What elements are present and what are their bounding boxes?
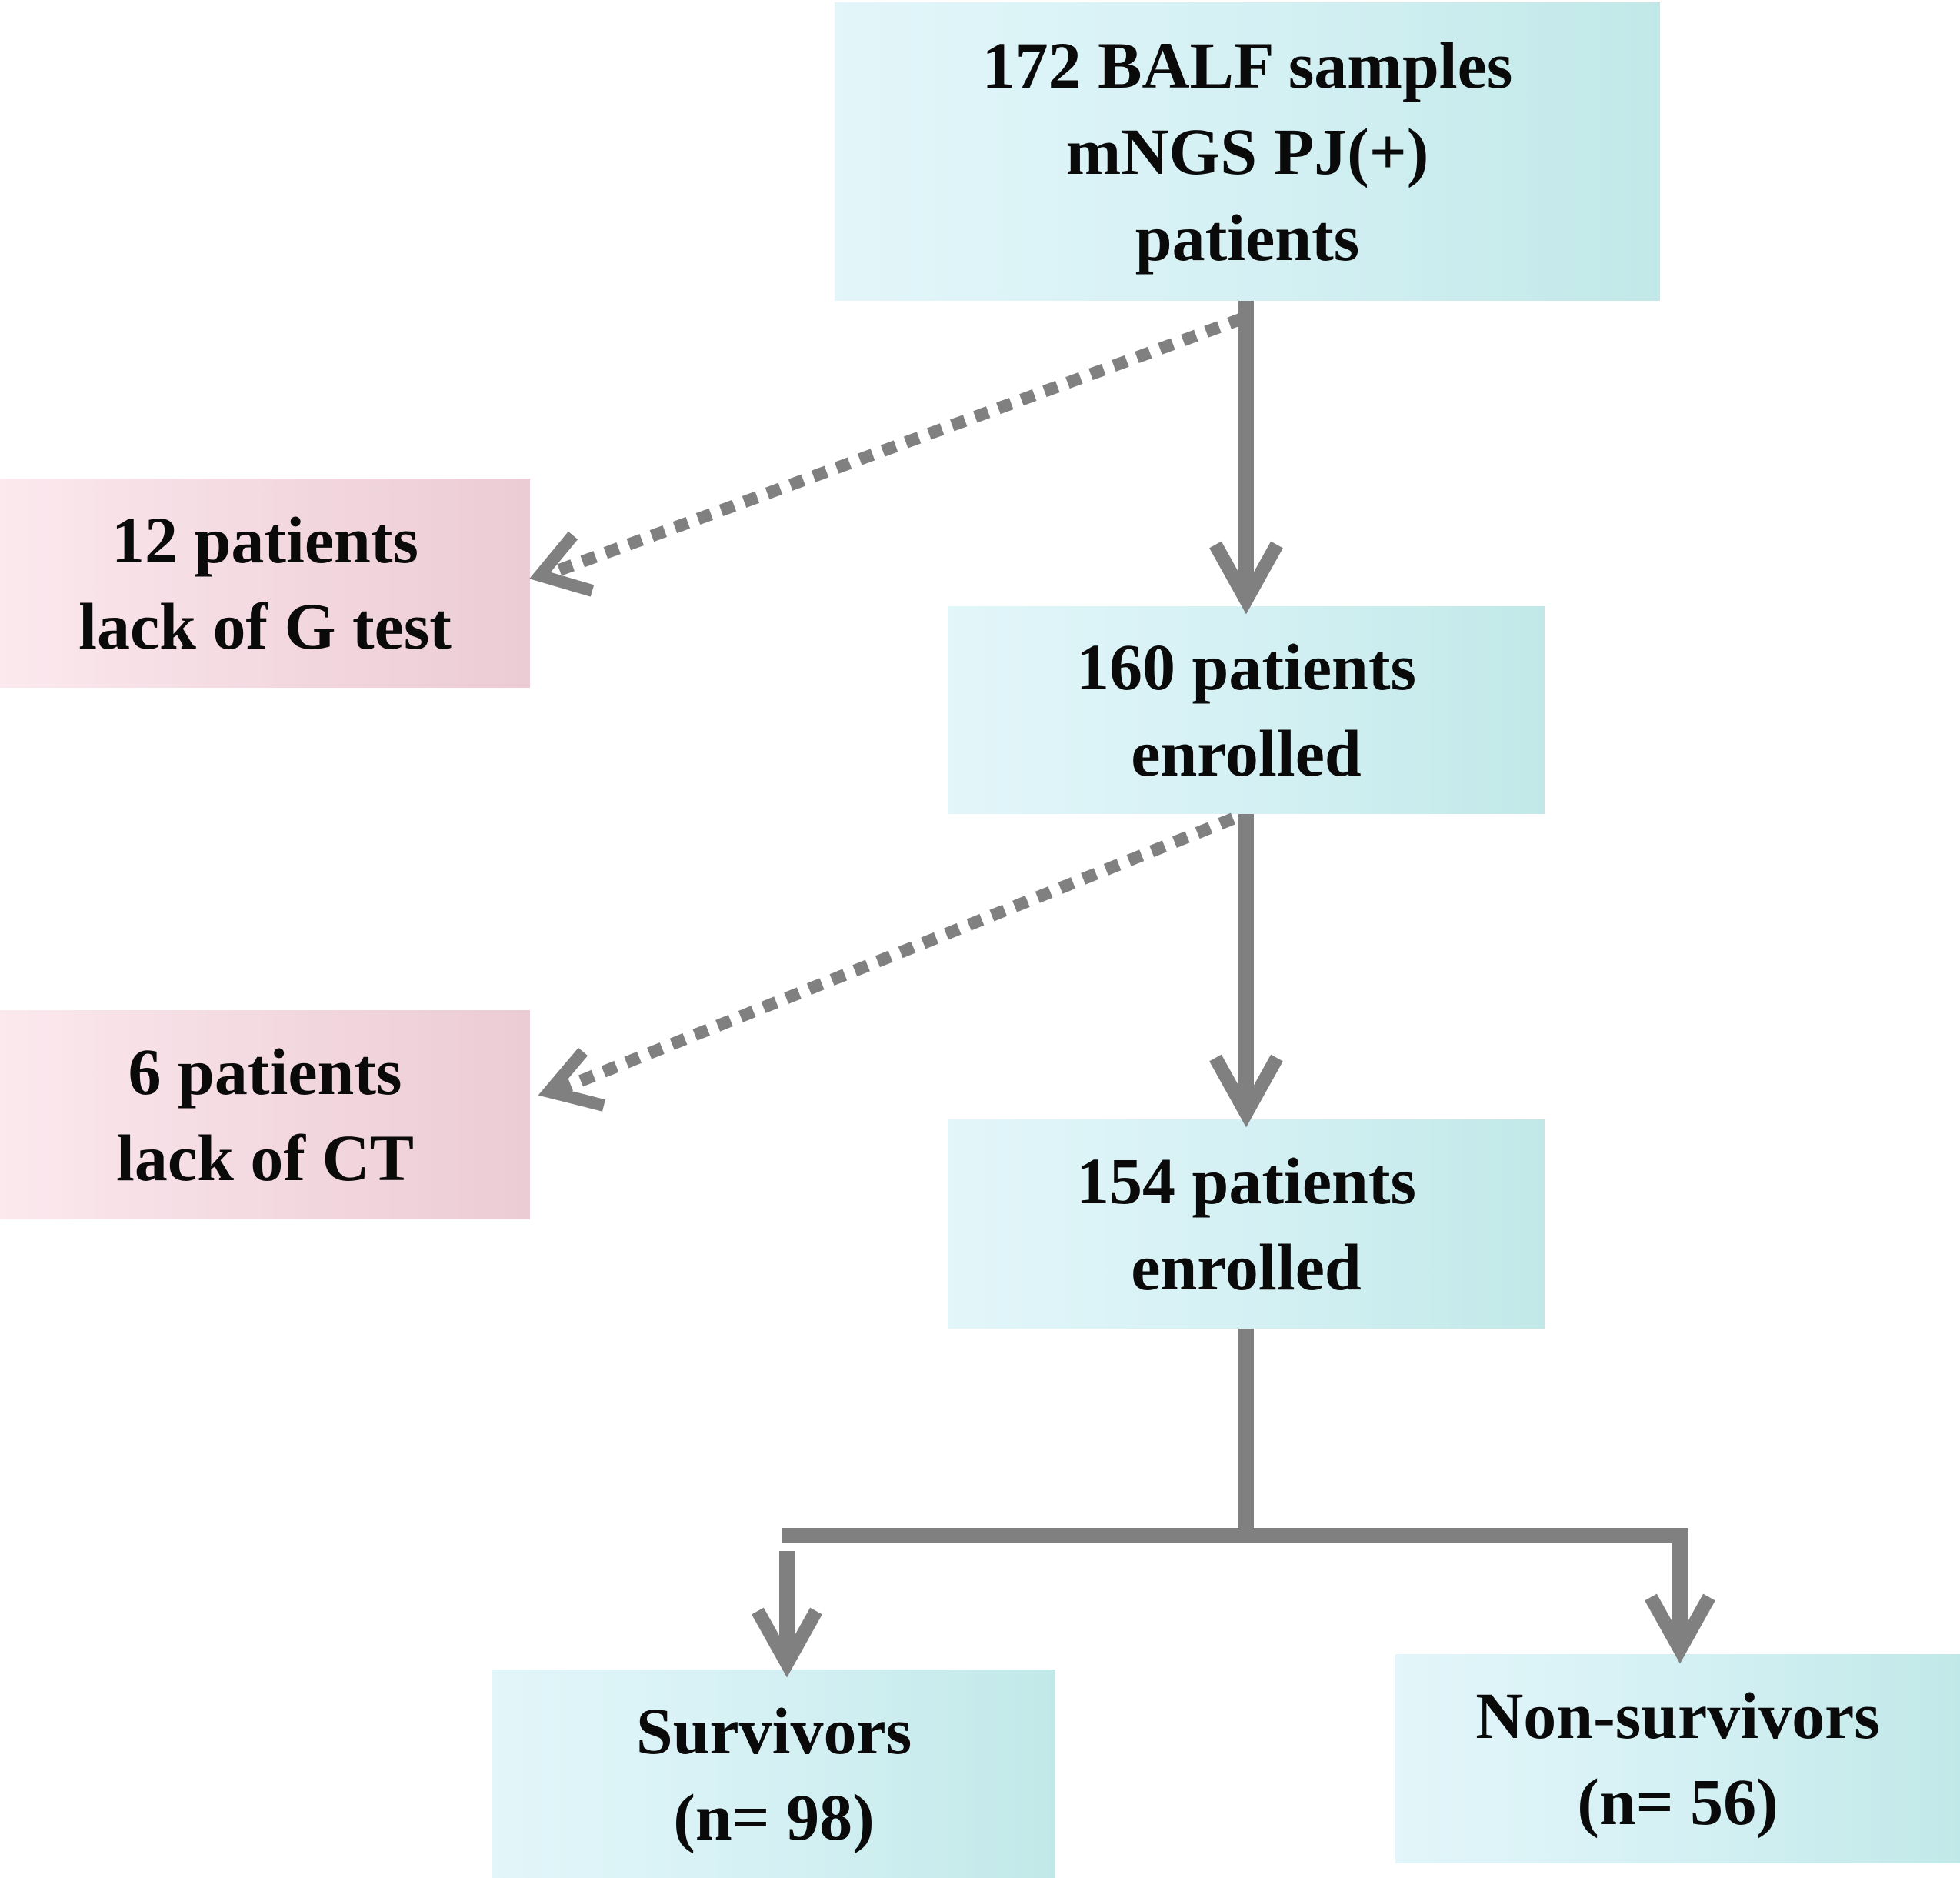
enrolled-154-box: 154 patients enrolled <box>948 1119 1545 1329</box>
enrolled-154-line-1: 154 patients <box>1076 1144 1416 1218</box>
arrowhead-exclusion-g-test <box>529 531 595 597</box>
arrowhead-154 <box>1209 1054 1283 1128</box>
nonsurvivors-box: Non-survivors (n= 56) <box>1395 1654 1960 1863</box>
exclusion-ct-box: 6 patients lack of CT <box>0 1010 530 1219</box>
exclusion-g-test-line-2: lack of G test <box>78 589 452 663</box>
enrolled-160-box: 160 patients enrolled <box>948 606 1545 814</box>
exclusion-g-test-box: 12 patients lack of G test <box>0 479 530 688</box>
enrolled-160-line-1: 160 patients <box>1076 630 1416 704</box>
survivors-box: Survivors (n= 98) <box>492 1670 1055 1878</box>
survivors-label: Survivors <box>635 1693 912 1768</box>
start-line-1: 172 BALF samples <box>982 28 1513 102</box>
nonsurvivors-label: Non-survivors <box>1475 1679 1880 1753</box>
start-line-2: mNGS PJ(+) <box>1065 115 1429 188</box>
arrowhead-exclusion-ct <box>538 1047 605 1112</box>
nonsurvivors-count: (n= 56) <box>1577 1765 1778 1839</box>
arrowhead-nonsurvivors <box>1645 1593 1715 1664</box>
dotted-arrow-exclusion-g-test <box>542 312 1245 582</box>
enrolled-160-line-2: enrolled <box>1131 716 1362 790</box>
start-box: 172 BALF samples mNGS PJ(+) patients <box>835 2 1660 301</box>
dotted-arrow-exclusion-ct <box>552 812 1235 1098</box>
arrowhead-160 <box>1209 541 1283 615</box>
exclusion-ct-line-2: lack of CT <box>116 1121 414 1195</box>
enrolled-154-line-2: enrolled <box>1131 1230 1362 1304</box>
exclusion-g-test-line-1: 12 patients <box>112 503 418 577</box>
arrowhead-survivors <box>752 1607 822 1678</box>
exclusion-ct-line-1: 6 patients <box>128 1035 402 1109</box>
start-line-3: patients <box>1135 201 1360 275</box>
survivors-count: (n= 98) <box>673 1780 875 1854</box>
